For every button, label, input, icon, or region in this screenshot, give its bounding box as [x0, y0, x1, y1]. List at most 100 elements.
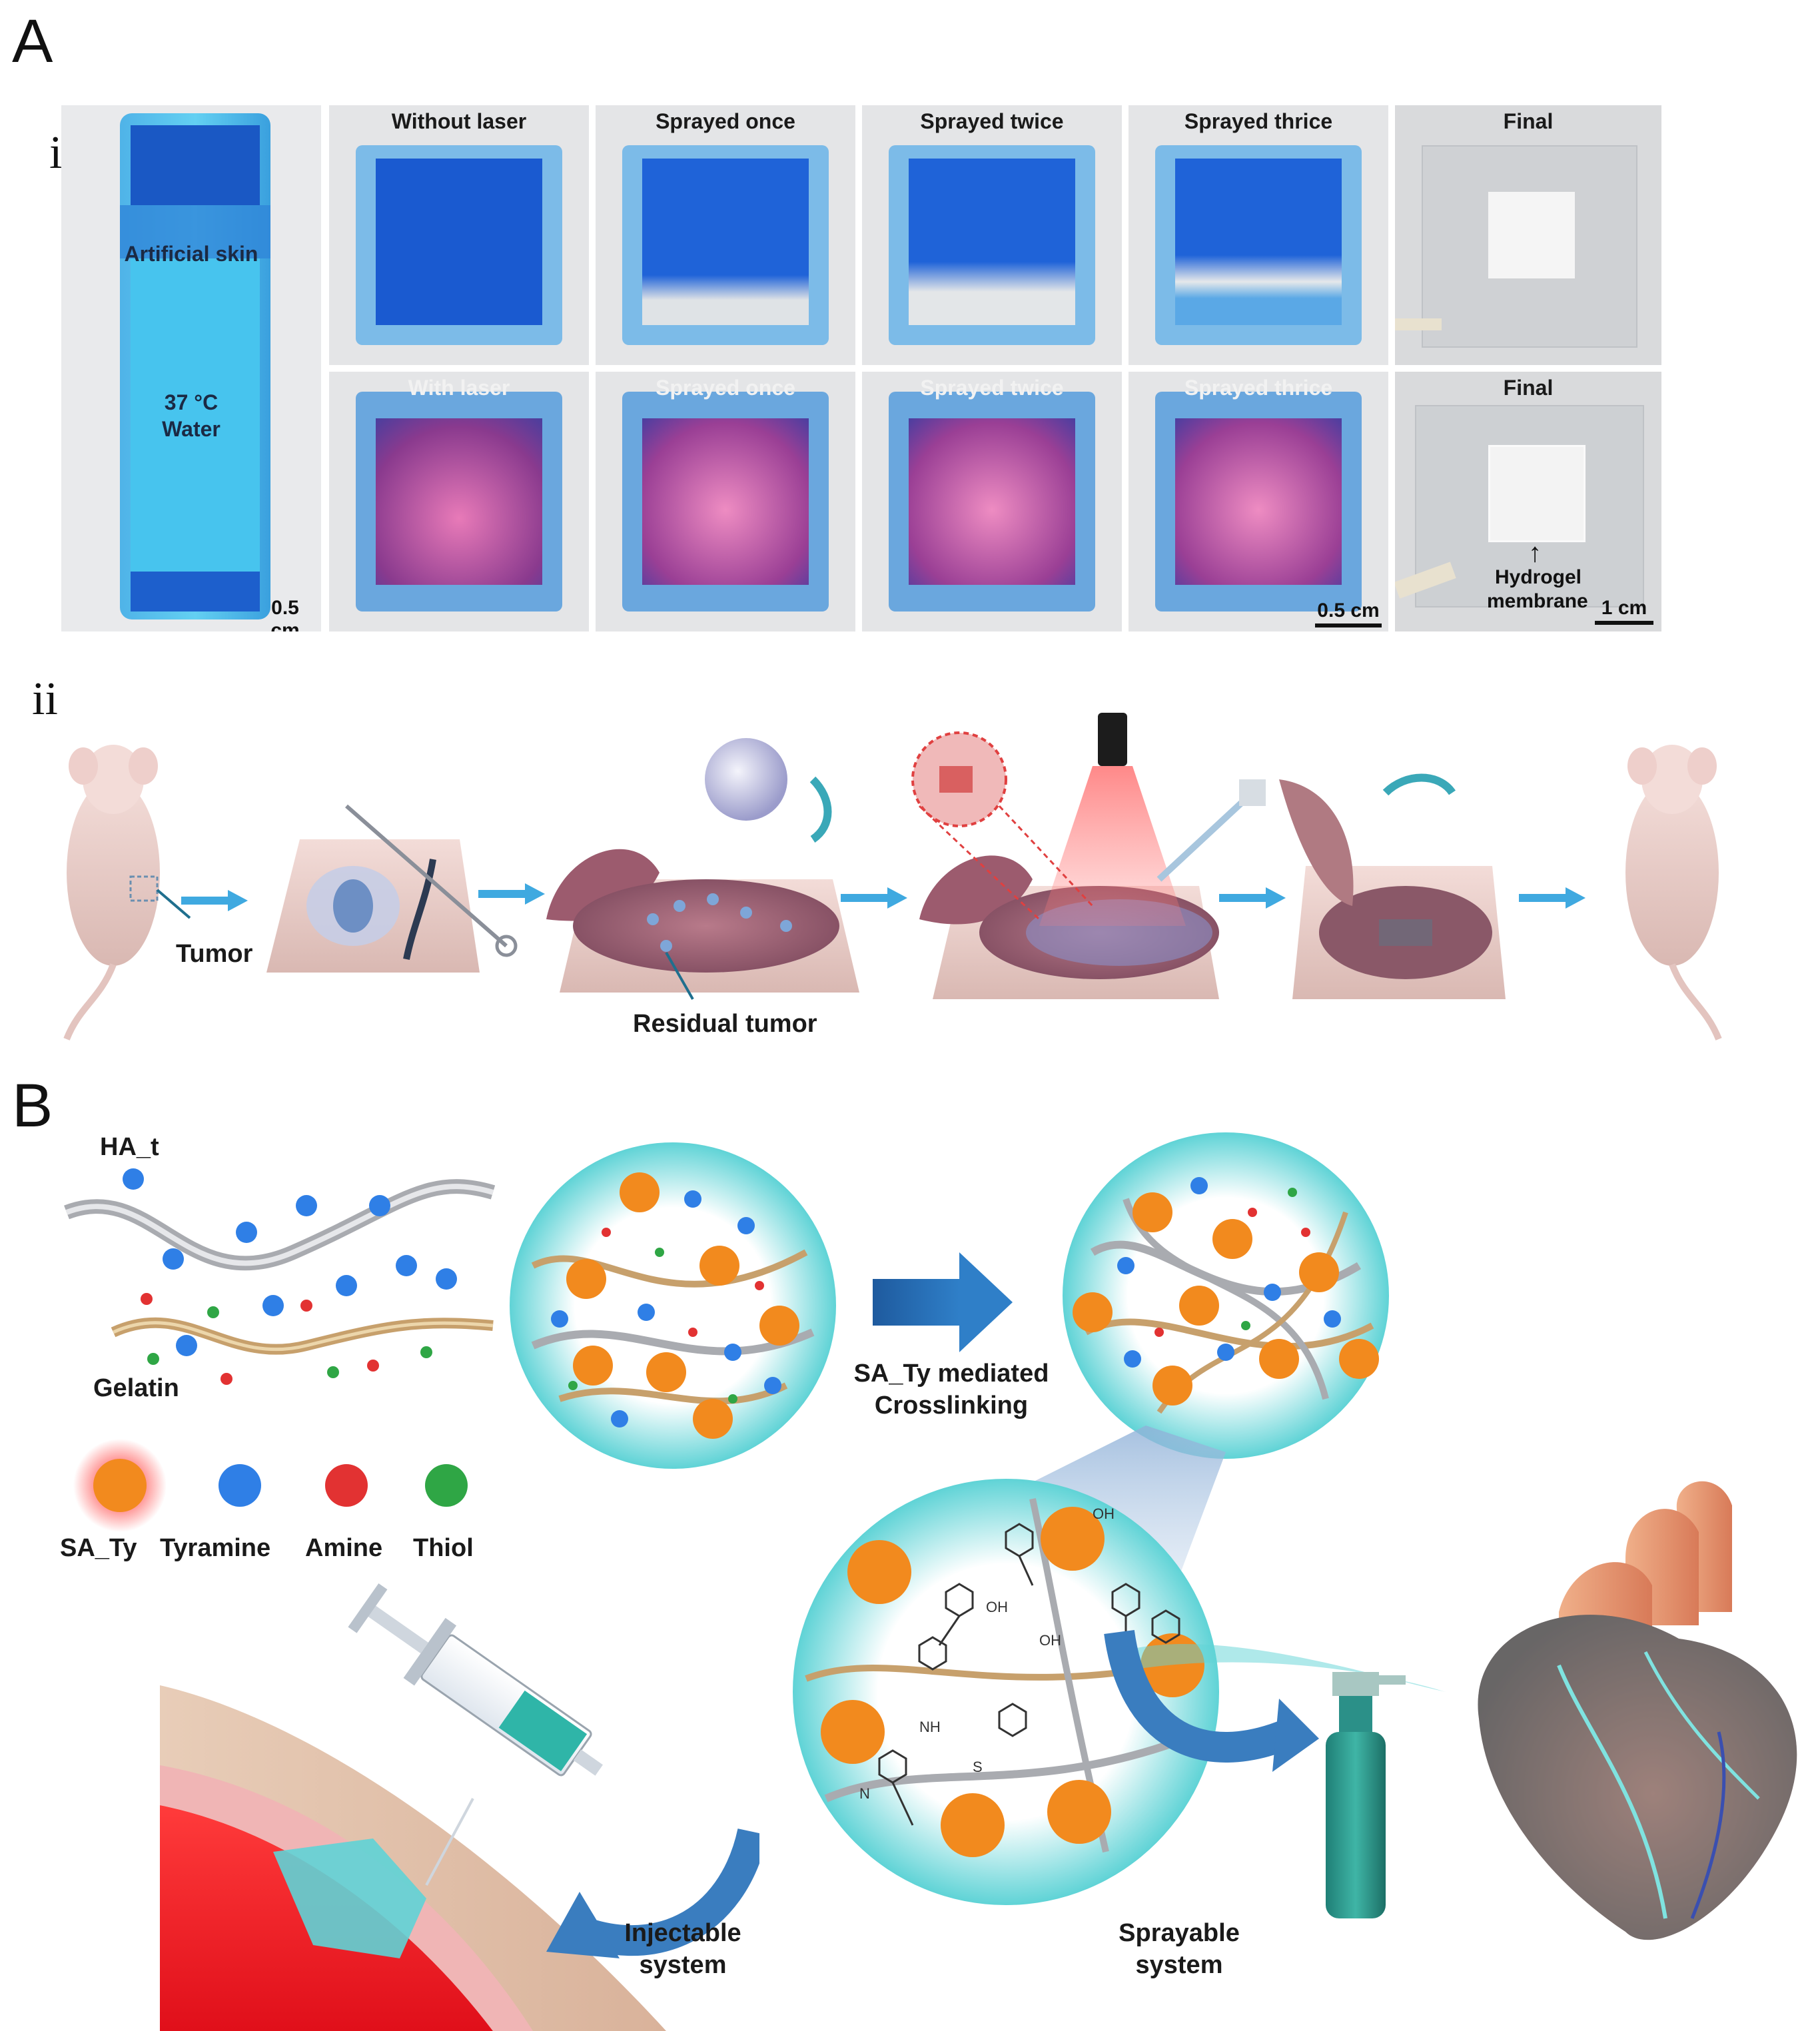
- photo-with-laser: With laser: [329, 372, 589, 631]
- cuvette-photo: Artificial skin 37 °C Water 0.5 cm: [61, 105, 321, 631]
- top-title-4: Sprayed thrice: [1184, 109, 1333, 133]
- chem-s: S: [973, 1759, 983, 1775]
- chem-nh2: NH: [919, 1719, 941, 1735]
- sprayable-heart-illustration: [1104, 1481, 1797, 1940]
- sprayable-arrow-icon: [1104, 1629, 1299, 1763]
- panel-a-i-label: i: [49, 127, 63, 179]
- cube-core: [909, 418, 1075, 585]
- flow-arrow-icon-2: [478, 883, 545, 905]
- photo-bottom-sprayed-once: Sprayed once: [596, 372, 855, 631]
- flow-arrow-icon-5: [1519, 887, 1586, 909]
- cube-gel: [356, 145, 562, 345]
- sa-ty-legend-icon: [73, 1439, 167, 1532]
- cube-core: [376, 159, 542, 325]
- legend-sa-ty: SA_Ty: [60, 1534, 137, 1562]
- legend-thiol: Thiol: [413, 1534, 474, 1562]
- membrane-label-1: Hydrogel: [1495, 566, 1582, 588]
- rotate-arrow-icon-2: [1382, 773, 1456, 796]
- photo-top-sprayed-once: Sprayed once: [596, 105, 855, 365]
- cubes-scale-bar: 0.5 cm: [1315, 600, 1382, 627]
- membrane-label-2: membrane: [1487, 590, 1588, 612]
- mouse-after-icon: [1625, 745, 1722, 1040]
- cube-gel: [622, 145, 829, 345]
- membrane-square: [1488, 445, 1586, 542]
- bottom-title-1: With laser: [408, 376, 510, 400]
- cubes-scale-text: 0.5 cm: [1317, 600, 1380, 621]
- cuvette-scale-bar: 0.5 cm: [254, 597, 316, 631]
- membrane-arrow-icon: ↑: [1528, 538, 1542, 568]
- photo-top-sprayed-thrice: Sprayed thrice: [1129, 105, 1388, 365]
- cube-core: [1175, 418, 1342, 585]
- chem-n: N: [859, 1785, 870, 1802]
- ha-t-label: HA_t: [100, 1133, 159, 1161]
- top-title-2: Sprayed once: [656, 109, 795, 133]
- gel-ball-icon: [705, 738, 787, 821]
- thiol-legend-icon: [425, 1464, 468, 1507]
- spray-mist: [1119, 1643, 1446, 1692]
- flow-arrow-icon-4: [1219, 887, 1286, 909]
- cube-gel: [356, 392, 562, 611]
- final-scale-text: 1 cm: [1601, 597, 1647, 619]
- skin-incision-icon: [266, 804, 518, 973]
- residual-tumor-icon: [546, 849, 859, 1000]
- zoomed-sphere-illustration: OH OH OH OH NH S N O: [793, 1425, 1226, 1905]
- tumor-label: Tumor: [176, 940, 253, 968]
- final-scale-line: [1595, 621, 1653, 625]
- top-title-5: Final: [1503, 109, 1554, 133]
- flow-arrow-icon-1: [181, 890, 248, 911]
- cube-core: [376, 418, 542, 585]
- top-title-1: Without laser: [391, 109, 527, 133]
- syringe-icon: [348, 1583, 603, 1777]
- wound-closing-icon: [1279, 779, 1506, 999]
- tweezer-tip: [1395, 318, 1442, 330]
- photo-bottom-sprayed-thrice: Sprayed thrice 0.5 cm: [1129, 372, 1388, 631]
- panel-b-letter: B: [12, 1072, 53, 1140]
- cube-core: [642, 159, 809, 325]
- legend-amine: Amine: [305, 1534, 383, 1562]
- photo-top-final: Final: [1395, 105, 1661, 365]
- flow-arrow-icon-3: [841, 887, 907, 909]
- artificial-skin-label: Artificial skin: [124, 242, 258, 266]
- bottom-title-3: Sprayed twice: [920, 376, 1064, 400]
- photo-without-laser: Without laser: [329, 105, 589, 365]
- membrane-square: [1488, 192, 1575, 278]
- cube-gel: [1155, 145, 1362, 345]
- water-label: Water: [162, 417, 221, 441]
- sphere-before: [510, 1142, 836, 1469]
- chem-oh-1: OH: [986, 1599, 1008, 1615]
- cuvette-illustration: [120, 113, 270, 619]
- bottom-title-4: Sprayed thrice: [1184, 376, 1333, 400]
- surgery-flow-illustration: [63, 713, 1722, 1040]
- sprayable-label-2: system: [1135, 1951, 1223, 1979]
- legend-illustration: [73, 1439, 468, 1532]
- legend-tyramine: Tyramine: [160, 1534, 271, 1562]
- crosslinking-label-2: Crosslinking: [874, 1392, 1029, 1420]
- chem-oh-3: OH: [1093, 1505, 1115, 1522]
- cube-gel: [889, 392, 1095, 611]
- cube-gel: [622, 392, 829, 611]
- injectable-label-2: system: [639, 1951, 727, 1979]
- amine-legend-icon: [325, 1464, 368, 1507]
- chem-oh-2: OH: [1039, 1632, 1061, 1649]
- photo-top-sprayed-twice: Sprayed twice: [862, 105, 1122, 365]
- cubes-scale-line: [1315, 623, 1382, 627]
- crosslinking-label-1: SA_Ty mediated: [853, 1360, 1049, 1388]
- injected-gel: [273, 1838, 426, 1958]
- laser-spray-icon: [911, 713, 1266, 999]
- photo-bottom-sprayed-twice: Sprayed twice: [862, 372, 1122, 631]
- polymer-chains-illustration: [64, 1168, 496, 1385]
- cube-gel: [889, 145, 1095, 345]
- sphere-after: [1063, 1132, 1389, 1459]
- residual-tumor-label: Residual tumor: [633, 1010, 817, 1038]
- spray-bottle-icon: [1326, 1672, 1406, 1918]
- photo-bottom-final: ↑ Final Hydrogel membrane 1 cm: [1395, 372, 1661, 631]
- gelatin-label: Gelatin: [93, 1374, 179, 1402]
- chemical-structures: [878, 1523, 1180, 1826]
- tyramine-legend-icon: [219, 1464, 261, 1507]
- crosslinking-arrow-icon: [873, 1252, 1013, 1352]
- injectable-label-1: Injectable: [624, 1919, 741, 1947]
- injectable-tissue-illustration: [160, 1583, 759, 2031]
- bottom-title-5: Final: [1503, 376, 1554, 400]
- rotate-arrow-icon-1: [809, 776, 832, 843]
- water-temp-label: 37 °C: [164, 390, 219, 414]
